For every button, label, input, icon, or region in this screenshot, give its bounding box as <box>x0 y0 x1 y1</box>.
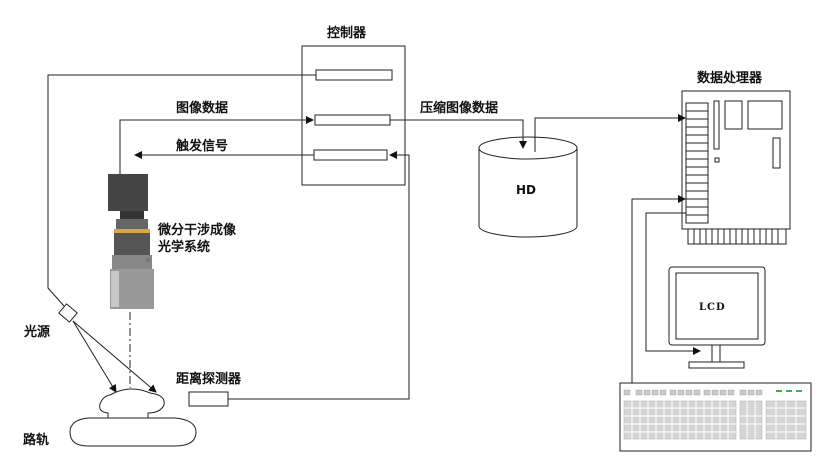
distance-probe-label: 距离探测器 <box>176 371 242 387</box>
controller-port-2 <box>314 114 391 126</box>
lcd-label: LCD <box>699 302 726 313</box>
wire-hd-to-processor <box>534 114 686 152</box>
light-beam-2 <box>72 320 157 393</box>
trigger-signal-label: 触发信号 <box>175 138 228 154</box>
compressed-image-data-label: 压缩图像数据 <box>420 100 498 116</box>
light-beam-1 <box>72 320 117 393</box>
wire-keyboard-to-processor <box>631 195 686 383</box>
controller-port-1 <box>315 69 393 81</box>
light-source-label: 光源 <box>23 324 50 340</box>
rail-label: 路轨 <box>23 432 49 448</box>
light-source <box>58 303 78 323</box>
hd-storage <box>478 136 578 238</box>
wire-distance-probe <box>228 151 410 400</box>
image-data-label: 图像数据 <box>176 100 228 116</box>
optics-label-line2: 光学系统 <box>157 239 210 255</box>
keyboard <box>619 382 812 452</box>
camera <box>108 174 154 309</box>
controller-label: 控制器 <box>327 25 367 41</box>
data-processor-board <box>681 90 791 245</box>
data-processor-label: 数据处理器 <box>697 70 763 86</box>
optics-label-line1: 微分干涉成像 <box>157 222 237 238</box>
distance-probe <box>188 391 229 407</box>
wire-controller-to-light <box>47 74 316 307</box>
wire-image-data <box>119 116 314 174</box>
controller-port-3 <box>313 149 388 161</box>
rail <box>69 388 197 447</box>
wire-processor-to-lcd <box>645 212 701 355</box>
lcd-monitor <box>668 266 766 369</box>
wire-to-hd <box>390 119 527 149</box>
hd-label: HD <box>516 183 536 197</box>
